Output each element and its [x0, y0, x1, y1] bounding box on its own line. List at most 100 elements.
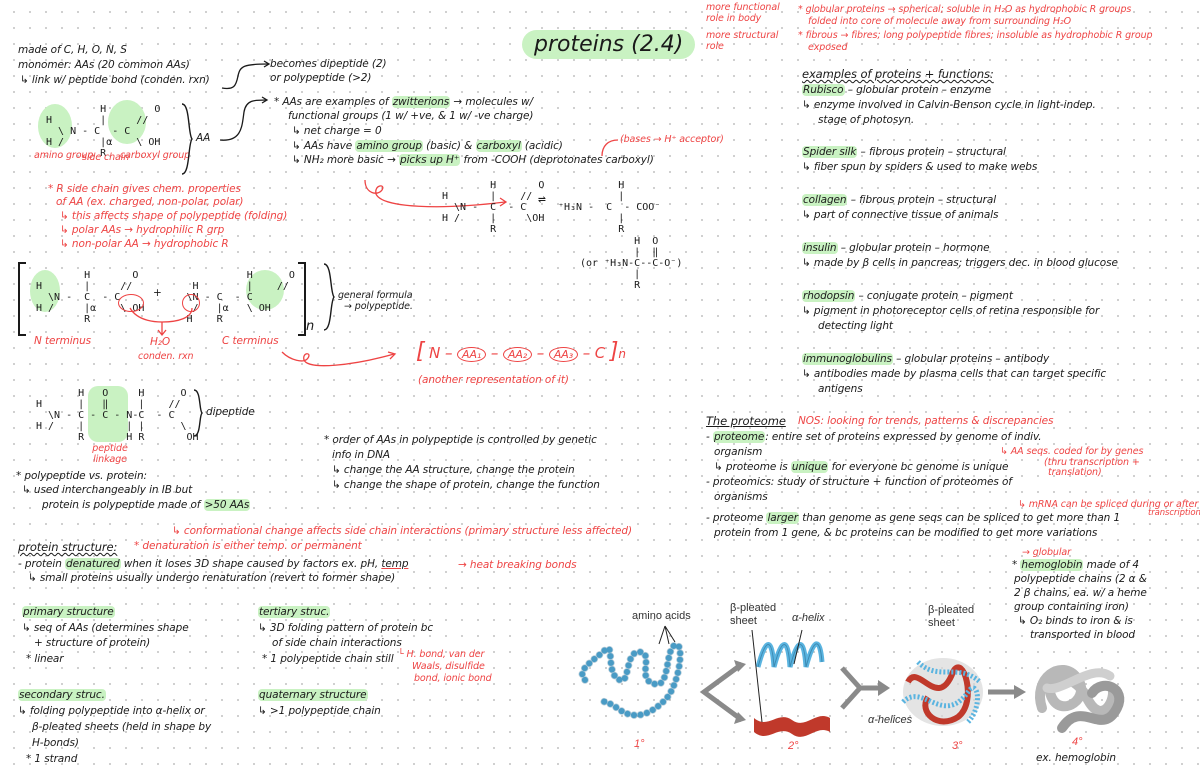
dipeptide-structure: H O H O H | ‖ | // \N - C - C - N-C - C … — [36, 388, 199, 443]
order-note-1: info in DNA — [332, 449, 390, 461]
arrow-icon — [221, 60, 271, 90]
zwitterion-0: * AAs are examples of zwitterions → mole… — [274, 96, 533, 108]
branch-arrow-icon — [699, 660, 746, 724]
conden-rxn-label: conden. rxn — [138, 351, 194, 362]
bracket-left — [18, 262, 26, 336]
representation-chain: [ N – AA₁ – AA₂ – AA₃ – C ]n — [416, 339, 626, 364]
example-rhodopsin: rhodopsin – conjugate protein – pigment — [802, 290, 1013, 302]
r-note-3: ↳ polar AAs → hydrophilic R grp — [60, 224, 225, 236]
quaternary-illustration — [1035, 665, 1125, 733]
proteome-line-1: - proteome: entire set of proteins expre… — [706, 431, 1042, 443]
hemoglobin-line-5: transported in blood — [1030, 629, 1135, 641]
label-aa: AA — [196, 132, 211, 144]
tertiary-note-2: bond, ionic bond — [414, 673, 492, 684]
tertiary-note-0: └ H. bond, van der — [398, 649, 485, 660]
hemoglobin-line-2: 2 β chains, ea. w/ a heme — [1014, 587, 1147, 599]
order-note-0: * order of AAs in polypeptide is control… — [324, 434, 597, 446]
proteome-mrna: ↳ mRNA can be spliced during or after — [1018, 499, 1199, 510]
example-immunoglobulins-detail: ↳ antibodies made by plasma cells that c… — [802, 368, 1107, 380]
intro-link-text: ↳ link w/ peptide bond (conden. rxn) — [20, 74, 210, 86]
peptide-linkage-highlight — [88, 386, 128, 442]
r-note-2: ↳ this affects shape of polypeptide (fol… — [60, 210, 288, 222]
example-spider-silk-detail: ↳ fiber spun by spiders & used to make w… — [802, 161, 1038, 173]
becomes-dipeptide: becomes dipeptide (2) — [270, 58, 387, 70]
condensation-arrow-icon — [129, 307, 193, 337]
level-4-label: 4° — [1072, 736, 1083, 748]
tertiary-line-0: ↳ 3D folding pattern of protein bc — [258, 622, 434, 634]
zwitterion-1: functional groups (1 w/ +ve, & 1 w/ -ve … — [288, 110, 534, 122]
bases-note: (bases → H⁺ acceptor) — [620, 134, 724, 145]
secondary-line-3: * 1 strand — [26, 753, 78, 765]
intro-link: ↳ link w/ peptide bond (conden. rxn) — [20, 74, 210, 87]
label-amino-group: amino group — [34, 150, 94, 161]
fig-alpha-helices-label: α-helices — [868, 714, 913, 726]
primary-line-0: ↳ seq of AAs (determines shape — [22, 622, 189, 634]
polypeptide-label: → polypeptide. — [344, 301, 413, 312]
primary-title: primary structure — [22, 606, 115, 618]
intro-monomer: monomer: AAs (20 common AAs) — [18, 59, 190, 71]
proteome-heading: The proteome — [706, 414, 786, 428]
proteome-mrna-2: transcription — [1148, 508, 1200, 518]
zwitterion-3: ↳ AAs have amino group (basic) & carboxy… — [292, 140, 563, 152]
example-insulin-detail: ↳ made by β cells in pancreas; triggers … — [802, 257, 1118, 269]
intro-made-of: made of C, H, O, N, S — [18, 44, 127, 56]
tertiary-line-2: * 1 polypeptide chain still — [262, 653, 394, 665]
equilibrium-icon: ⇌ — [538, 192, 546, 207]
proteome-note-1: ↳ AA seqs. coded for by genes — [1000, 446, 1144, 457]
zwitterion-4: ↳ NH₂ more basic → picks up H⁺ from -COO… — [292, 154, 654, 166]
example-collagen-detail: ↳ part of connective tissue of animals — [802, 209, 999, 221]
zwitterion-2: ↳ net charge = 0 — [292, 125, 382, 137]
label-carboxyl-group: carboxyl group — [120, 150, 191, 161]
primary-line-1: + structure of protein) — [34, 637, 151, 649]
hemoglobin-globular: → globular — [1022, 547, 1071, 558]
hemoglobin-line-4: ↳ O₂ binds to iron & is — [1018, 615, 1133, 627]
example-immunoglobulins: immunoglobulins – globular proteins – an… — [802, 353, 1050, 365]
level-1-label: 1° — [634, 738, 645, 750]
globular-desc-2: folded into core of molecule away from s… — [808, 16, 1072, 27]
tertiary-line-1: of side chain interactions — [272, 637, 402, 649]
level-2-label: 2° — [788, 740, 799, 752]
page-title: proteins (2.4) — [522, 30, 696, 59]
r-note-4: ↳ non-polar AA → hydrophobic R — [60, 238, 229, 250]
n-terminus-label: N terminus — [34, 335, 92, 347]
general-formula-label: general formula — [338, 290, 413, 301]
proteome-note-2: (thru transcription + — [1044, 457, 1140, 468]
proteome-line-4: - proteomics: study of structure + funct… — [706, 476, 1012, 488]
hemoglobin-line-3: group containing iron) — [1014, 601, 1129, 613]
globular-desc: * globular proteins → spherical; soluble… — [798, 4, 1132, 15]
merge-arrow-icon — [840, 666, 890, 710]
structure-heat-note: → heat breaking bonds — [458, 559, 577, 571]
example-rhodopsin-detail: ↳ pigment in photoreceptor cells of reti… — [802, 305, 1100, 317]
bracket-right — [298, 262, 306, 336]
fibrous-desc: * fibrous → fibres; long polypeptide fib… — [798, 30, 1153, 41]
proteome-line-5: organisms — [714, 491, 768, 503]
dipeptide-label: dipeptide — [206, 406, 255, 418]
examples-heading: examples of proteins + functions: — [802, 67, 994, 81]
tertiary-title: tertiary struc. — [258, 606, 331, 618]
r-note-1: of AA (ex. charged, non-polar, polar) — [56, 196, 244, 208]
example-spider-silk: Spider silk – fibrous protein – structur… — [802, 146, 1006, 158]
secondary-line-2: H-bonds) — [32, 737, 79, 749]
c-terminus-label: C terminus — [222, 335, 279, 347]
structure-conform-note: ↳ conformational change affects side cha… — [172, 525, 632, 537]
alpha-helix-illustration — [755, 641, 825, 668]
proteome-line-3: ↳ proteome is unique for everyone bc gen… — [714, 461, 1009, 473]
structure-line-1: - protein denatured when it loses 3D sha… — [18, 558, 409, 570]
water-label: H₂O — [150, 336, 171, 348]
amino-acid-structure: H O H | // \ N - C - C H / |α \ OH R — [46, 104, 161, 159]
brace-icon — [323, 263, 335, 331]
quaternary-title: quaternary structure — [258, 689, 368, 701]
r-note-0: * R side chain gives chem. properties — [48, 183, 241, 195]
level-3-label: 3° — [952, 740, 963, 752]
secondary-line-0: ↳ folding polypeptide into α-helix or — [18, 705, 205, 717]
becomes-polypeptide: or polypeptide (>2) — [270, 72, 372, 84]
label-side-chain: side chain — [82, 152, 130, 163]
pointer-lines — [751, 629, 803, 723]
red-arrow-icon — [601, 139, 619, 157]
beta-sheet-illustration — [754, 716, 830, 737]
proteome-note-3: translation) — [1048, 467, 1102, 478]
subscript-n: n — [306, 319, 315, 334]
oh-circle — [118, 294, 144, 312]
plus-sign: + — [153, 287, 162, 299]
tertiary-illustration — [901, 658, 983, 726]
